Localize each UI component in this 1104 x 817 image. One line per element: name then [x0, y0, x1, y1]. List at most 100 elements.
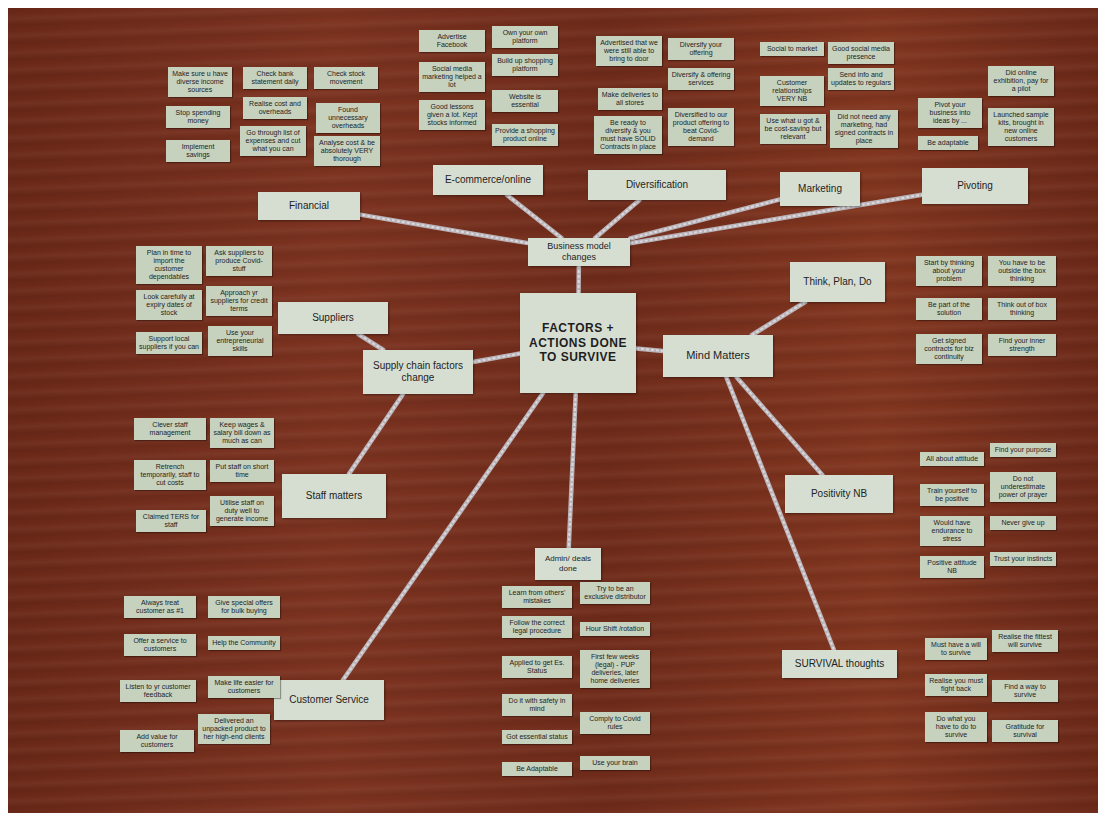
sticky-note: Ask suppliers to produce Covid-stuff: [206, 246, 272, 276]
topic-note: Financial: [258, 192, 360, 220]
topic-label: Mind Matters: [668, 349, 768, 362]
note-text: Comply to Covid rules: [583, 715, 647, 731]
sticky-note: Gratitude for survival: [992, 720, 1058, 742]
sticky-note: Delivered an unpacked product to her hig…: [198, 714, 270, 744]
sticky-note: You have to be outside the box thinking: [988, 256, 1056, 286]
sticky-note: Follow the correct legal procedure: [502, 616, 572, 638]
note-text: Use your entrepreneurial skills: [211, 329, 269, 353]
note-text: Trust your instincts: [993, 555, 1053, 563]
topic-note: Positivity NB: [785, 475, 893, 513]
sticky-note: First few weeks (legal) - PUP deliveries…: [580, 650, 650, 688]
note-text: Social media marketing helped a lot: [422, 65, 482, 89]
sticky-note: Be Adaptable: [502, 762, 572, 776]
topic-label: Admin/ deals done: [540, 554, 596, 573]
sticky-note: Did not need any marketing, had signed c…: [830, 110, 898, 148]
note-text: Clever staff management: [137, 421, 203, 437]
sticky-note: Build up shopping platform: [492, 54, 558, 76]
note-text: Would have endurance to stress: [923, 519, 981, 543]
note-text: You have to be outside the box thinking: [991, 259, 1053, 283]
sticky-note: Try to be an exclusive distributor: [580, 582, 650, 604]
sticky-note: Good lessons given a lot. Kept stocks in…: [419, 100, 485, 130]
sticky-note: Use your entrepreneurial skills: [208, 326, 272, 356]
sticky-note: Use your brain: [580, 756, 650, 770]
topic-label: Suppliers: [283, 312, 383, 324]
note-text: Diversify & offering services: [671, 71, 731, 87]
sticky-note: Must have a will to survive: [925, 638, 987, 660]
yarn-connector: [358, 334, 383, 350]
yarn-connector: [507, 195, 562, 238]
topic-note: Suppliers: [278, 302, 388, 334]
topic-note: Marketing: [780, 172, 860, 206]
note-text: Help the Community: [211, 639, 277, 647]
note-text: Send info and updates to regulars: [831, 71, 891, 87]
note-text: Applied to get Es. Status: [505, 659, 569, 675]
sticky-note: Always treat customer as #1: [124, 596, 196, 618]
yarn-connector: [569, 393, 576, 548]
note-text: Look carefully at expiry dates of stock: [139, 293, 199, 317]
sticky-note: Utilise staff on duty well to generate i…: [210, 496, 274, 526]
note-text: Advertise Facebook: [422, 33, 482, 49]
sticky-note: All about attitude: [920, 452, 984, 466]
topic-label: Positivity NB: [790, 488, 888, 500]
topic-note: Supply chain factors change: [363, 350, 473, 394]
note-text: Do what you have to do to survive: [928, 715, 984, 739]
sticky-note: Did online exhibition, pay for a pilot: [988, 66, 1054, 96]
note-text: Launched sample kits, brought in new onl…: [991, 111, 1051, 143]
sticky-note: Customer relationships VERY NB: [760, 76, 824, 106]
sticky-note: Approach yr suppliers for credit terms: [206, 286, 272, 316]
topic-note: Staff matters: [282, 474, 386, 518]
sticky-note: Social media marketing helped a lot: [419, 62, 485, 92]
sticky-note: Support local suppliers if you can: [136, 332, 202, 354]
sticky-note: Diversified to our product offering to b…: [668, 108, 734, 146]
sticky-note: Positive attitude NB: [920, 556, 984, 578]
note-text: Be Adaptable: [505, 765, 569, 773]
note-text: Be ready to diversify & you must have SO…: [597, 119, 659, 151]
yarn-connector: [736, 377, 822, 475]
sticky-note: Help the Community: [208, 636, 280, 650]
sticky-note: Never give up: [990, 516, 1056, 530]
sticky-note: Own your own platform: [492, 26, 558, 48]
sticky-note: Make deliveries to all stores: [598, 88, 662, 110]
note-text: Add value for customers: [123, 733, 191, 749]
note-text: Think out of box thinking: [991, 301, 1053, 317]
sticky-note: Analyse cost & be absolutely VERY thorou…: [314, 136, 380, 166]
note-text: Social to market: [763, 45, 821, 53]
note-text: Hour Shift /rotation: [583, 625, 647, 633]
sticky-note: Realise you must fight back: [925, 674, 987, 696]
sticky-note: Listen to yr customer feedback: [120, 680, 196, 702]
sticky-note: Claimed TERS for staff: [136, 510, 206, 532]
sticky-note: Plan in time to import the customer depe…: [136, 246, 202, 284]
sticky-note: Diversify & offering services: [668, 68, 734, 90]
sticky-note: Realise the fittest will survive: [992, 630, 1058, 652]
note-text: Check stock movement: [317, 70, 375, 86]
sticky-note: Advertise Facebook: [419, 30, 485, 52]
note-text: Ask suppliers to produce Covid-stuff: [209, 249, 269, 273]
note-text: Own your own platform: [495, 29, 555, 45]
note-text: Make sure u have diverse income sources: [171, 70, 229, 94]
sticky-note: Go through list of expenses and cut what…: [240, 126, 306, 156]
note-text: Do not underestimate power of prayer: [993, 475, 1053, 499]
note-text: Realise cost and overheads: [246, 100, 304, 116]
note-text: Did not need any marketing, had signed c…: [833, 113, 895, 145]
sticky-note: Applied to get Es. Status: [502, 656, 572, 678]
note-text: Do it with safety in mind: [505, 697, 569, 713]
note-text: Good lessons given a lot. Kept stocks in…: [422, 103, 482, 127]
sticky-note: Got essential status: [502, 730, 572, 744]
note-text: Follow the correct legal procedure: [505, 619, 569, 635]
note-text: Make life easier for customers: [211, 679, 277, 695]
yarn-connector: [595, 200, 639, 238]
note-text: Retrench temporarily, staff to cut costs: [137, 463, 203, 487]
sticky-note: Realise cost and overheads: [243, 97, 307, 119]
note-text: Keep wages & salary bill down as much as…: [213, 421, 271, 445]
sticky-note: Comply to Covid rules: [580, 712, 650, 734]
note-text: Customer relationships VERY NB: [763, 79, 821, 103]
note-text: Good social media presence: [831, 45, 891, 61]
sticky-note: Do it with safety in mind: [502, 694, 572, 716]
sticky-note: Do what you have to do to survive: [925, 712, 987, 742]
note-text: Did online exhibition, pay for a pilot: [991, 69, 1051, 93]
yarn-connector: [636, 348, 663, 351]
yarn-connector: [473, 354, 520, 363]
topic-note: Diversification: [588, 170, 726, 200]
note-text: Delivered an unpacked product to her hig…: [201, 717, 267, 741]
note-text: Realise you must fight back: [928, 677, 984, 693]
